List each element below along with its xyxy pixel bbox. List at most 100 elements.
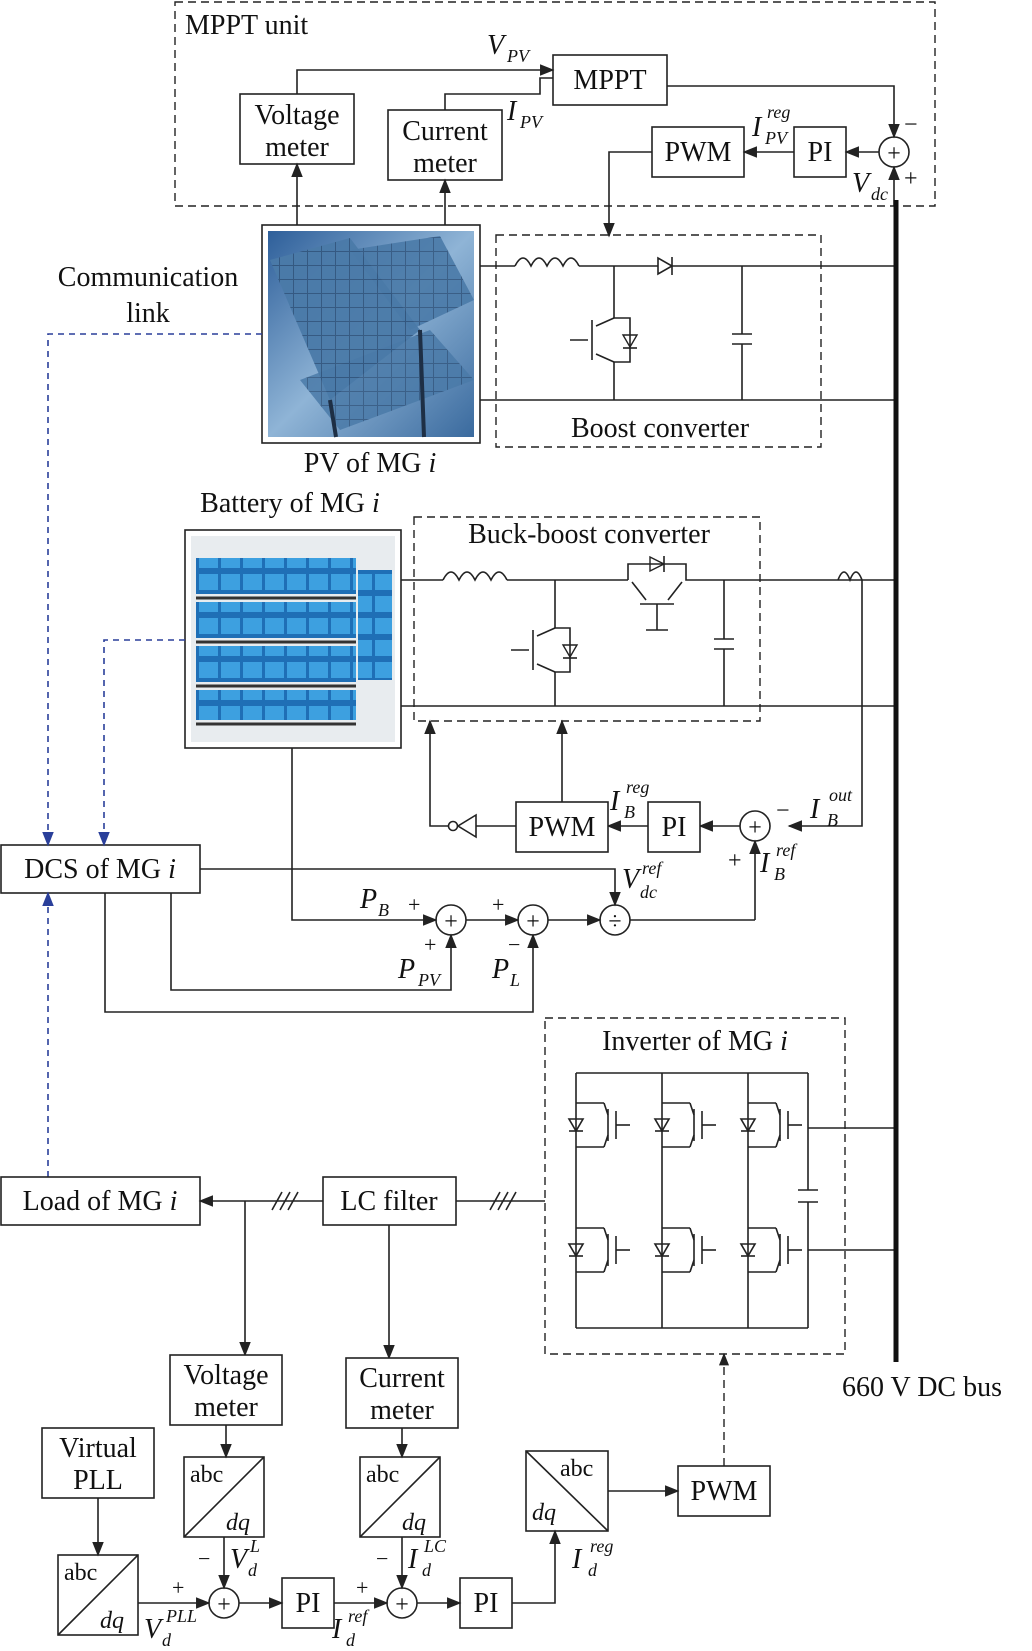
buckboost-converter-label: Buck-boost converter	[468, 519, 710, 550]
pb-symbol: P	[359, 884, 377, 915]
pv-panel-image	[268, 231, 474, 438]
abc-dq-pll: abc dq	[57, 1554, 139, 1636]
virtual-pll-l2: PLL	[73, 1465, 123, 1496]
pl-minus: −	[508, 932, 520, 957]
inv-voltage-meter-l1: Voltage	[183, 1360, 268, 1391]
bb-ireg-sup: reg	[626, 777, 649, 797]
inv-voltage-meter-l2: meter	[194, 1392, 258, 1423]
mppt-unit-region	[174, 1, 936, 207]
vref-sub: dc	[640, 882, 657, 902]
mppt-ireg-sup: reg	[767, 102, 790, 122]
ilc-symbol: I	[407, 1544, 419, 1575]
bb-iout-symbol: I	[809, 794, 821, 825]
comm-link-l2: link	[126, 298, 170, 329]
mppt-pwm-label: PWM	[665, 137, 732, 168]
svg-text:abc: abc	[560, 1456, 593, 1482]
abc-dq-voltage: abc dq	[183, 1456, 265, 1538]
mppt-vdc-sub: dc	[871, 184, 888, 204]
iref-symbol: I	[331, 1614, 343, 1645]
svg-text:abc: abc	[366, 1462, 399, 1488]
bb-plus-sign: +	[728, 848, 742, 874]
vpll-sub: d	[162, 1630, 172, 1650]
vl-symbol: V	[230, 1544, 250, 1575]
mppt-block	[552, 54, 668, 106]
bb-iref-sub: B	[774, 864, 785, 884]
bb-iout-sub: B	[827, 810, 838, 830]
inv-pwm-block	[677, 1465, 771, 1517]
ireg-d-sub: d	[588, 1560, 598, 1580]
mppt-unit-label: MPPT unit	[185, 10, 308, 41]
inv-pi-voltage-label: PI	[296, 1588, 321, 1619]
iref-plus: +	[356, 1575, 368, 1600]
mppt-pi-label: PI	[808, 137, 833, 168]
mppt-current-meter	[387, 109, 503, 181]
dc-bus-label: 660 V DC bus	[842, 1372, 1002, 1403]
vpll-sup: PLL	[165, 1606, 197, 1626]
ppv-sub: PV	[417, 970, 442, 990]
comm-link-pv	[42, 333, 262, 847]
mppt-voltage-meter-l2: meter	[265, 132, 329, 163]
virtual-pll-l1: Virtual	[59, 1433, 137, 1464]
mppt-ireg-symbol: I	[751, 112, 763, 143]
svg-text:dq: dq	[402, 1510, 426, 1536]
load-label: Load of MG i	[23, 1186, 178, 1217]
mppt-current-meter-l1: Current	[402, 116, 488, 147]
mppt-block-label: MPPT	[573, 65, 646, 96]
vref-symbol: V	[622, 864, 642, 895]
bb-iref-sup: ref	[776, 840, 798, 860]
bb-ireg-symbol: I	[609, 786, 621, 817]
mppt-vpv-symbol: V	[487, 30, 507, 61]
dq-abc-output: abc dq	[525, 1450, 609, 1532]
boost-circuit	[480, 256, 896, 401]
vl-minus: −	[198, 1546, 210, 1571]
boost-converter-region	[495, 234, 822, 448]
boost-converter-label: Boost converter	[571, 413, 750, 444]
buckboost-converter-region	[413, 516, 761, 722]
inverter-bridge	[567, 1072, 896, 1329]
bb-iout-sup: out	[829, 785, 853, 805]
mppt-ipv-sub: PV	[519, 112, 544, 132]
inv-pwm-label: PWM	[691, 1476, 758, 1507]
svg-text:abc: abc	[190, 1462, 223, 1488]
bb-pi-label: PI	[662, 812, 687, 843]
pl-symbol: P	[491, 954, 509, 985]
pl-sub: L	[509, 970, 520, 990]
pwr-divider-symbol: ÷	[608, 909, 621, 935]
mppt-voltage-meter-l1: Voltage	[254, 100, 339, 131]
ilc-sub: d	[422, 1560, 432, 1580]
mppt-minus-sign: −	[904, 112, 918, 138]
ppv-plus: +	[424, 932, 436, 957]
bb-ireg-sub: B	[624, 802, 635, 822]
bb-iref-symbol: I	[759, 848, 771, 879]
comm-link-battery	[98, 639, 185, 847]
comm-link-l1: Communication	[58, 262, 238, 293]
pv-caption: PV of MG i	[304, 448, 437, 479]
bb-pi-block	[647, 801, 701, 853]
bb-pwm-block	[515, 801, 609, 853]
ppv-symbol: P	[397, 954, 415, 985]
pwr-sum-1-symbol: +	[444, 909, 458, 935]
svg-text:dq: dq	[226, 1510, 250, 1536]
inv-current-meter-l1: Current	[359, 1363, 445, 1394]
vpll-symbol: V	[144, 1614, 164, 1645]
svg-text:dq: dq	[532, 1500, 556, 1526]
mppt-vdc-symbol: V	[852, 168, 872, 199]
svg-text:dq: dq	[100, 1608, 124, 1634]
svg-text:abc: abc	[64, 1560, 97, 1586]
vl-sub: d	[248, 1560, 258, 1580]
iref-sup: ref	[348, 1606, 370, 1626]
pb-sub: B	[378, 900, 389, 920]
bb-pwm-label: PWM	[529, 812, 596, 843]
mppt-plus-sign: +	[904, 166, 918, 192]
buckboost-circuit	[401, 555, 896, 707]
mppt-current-meter-l2: meter	[413, 148, 477, 179]
vl-sup: L	[249, 1536, 260, 1556]
bb-sum-symbol: +	[748, 815, 762, 841]
bb-minus-sign: −	[776, 798, 790, 824]
inv-sum-current-symbol: +	[395, 1592, 409, 1618]
battery-image	[191, 536, 395, 742]
load-block	[0, 1176, 201, 1226]
dcs-label: DCS of MG i	[24, 854, 176, 885]
inverter-region	[544, 1017, 846, 1355]
